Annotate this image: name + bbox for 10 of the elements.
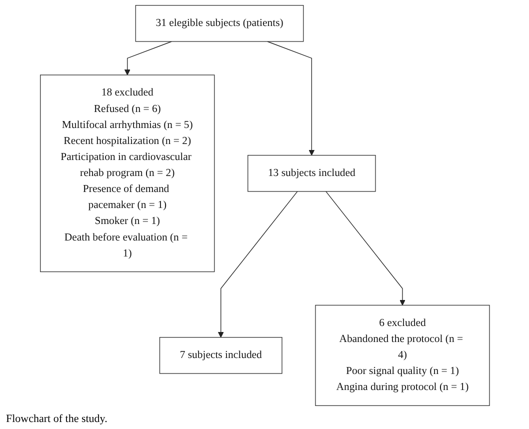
caption: Flowchart of the study.: [6, 413, 108, 425]
node-box: 13 subjects included: [247, 154, 376, 192]
arrow: [124, 41, 172, 76]
node-box: 6 excluded Abandoned the protocol (n = 4) Poor signal quality (n = 1) Angina during protocol (n = 1): [314, 304, 490, 406]
arrow: [218, 191, 298, 338]
arrow: [266, 41, 314, 156]
node-box: 18 excluded Refused (n = 6) Multifocal arrhythmias (n = 5) Recent hospitalization (n = 2) Participation in cardiovascular rehab program (n = 2) Presence of demand pacemaker (n = 1) Smoker (n = 1) Death before evaluation (n = 1): [40, 74, 214, 272]
node-box: 31 elegible subjects (patients): [134, 5, 304, 42]
node-box: 7 subjects included: [158, 337, 282, 374]
arrow: [325, 191, 405, 306]
